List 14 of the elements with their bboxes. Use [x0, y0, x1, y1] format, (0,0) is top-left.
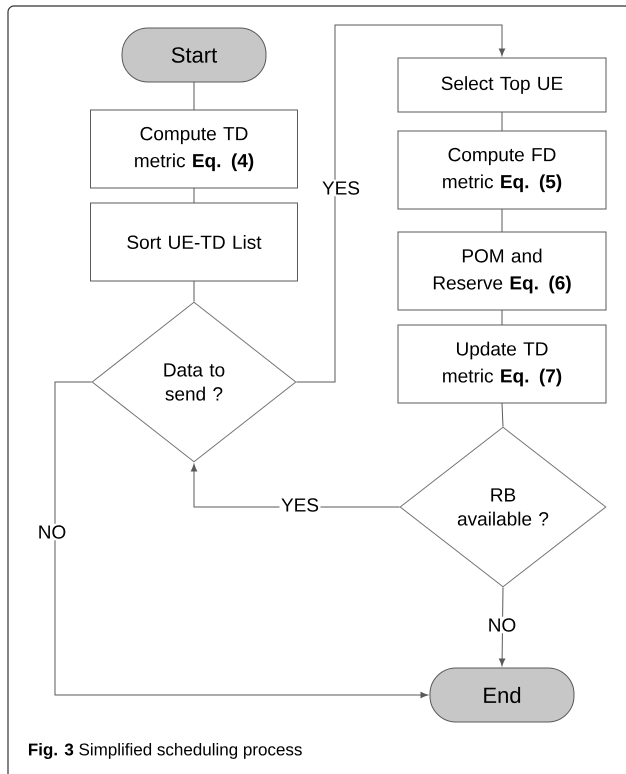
edge-label: NO [36, 524, 68, 540]
process-box: Update TD metric Eq. (7) [398, 324, 606, 404]
arrow [296, 24, 506, 382]
process-box: Sort UE-TD List [90, 202, 298, 282]
process-box: POM and Reserve Eq. (6) [398, 232, 606, 310]
arrow [54, 382, 428, 698]
figure-caption: Fig. 3 Simplified scheduling process [28, 743, 302, 759]
process-box: Compute TD metric Eq. (4) [90, 110, 298, 188]
process-box: Select Top UE [398, 58, 606, 112]
process-box: Compute FD metric Eq. (5) [398, 130, 606, 210]
connector-line [502, 403, 504, 427]
edge-label: YES [279, 496, 320, 514]
edge-label: NO [486, 616, 518, 634]
edge-label: YES [320, 180, 362, 196]
